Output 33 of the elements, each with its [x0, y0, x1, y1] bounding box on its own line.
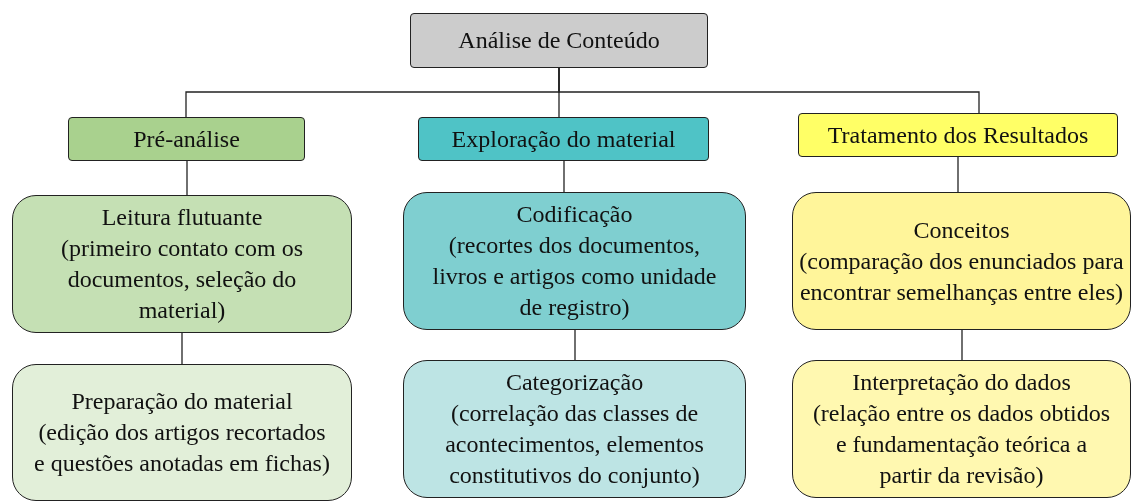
- step-box: [403, 192, 746, 330]
- connector-line: [563, 160, 565, 193]
- phase-box: [798, 113, 1118, 157]
- connector-line: [957, 156, 959, 193]
- box-heading: Leitura flutuante: [101, 203, 263, 232]
- connector-line: [961, 329, 963, 361]
- box-heading: Pré-análise: [133, 124, 240, 154]
- box-description: (relação entre os dados obtidos e fundamentação teórica a partir da revisão): [811, 399, 1112, 490]
- connector-line: [186, 160, 188, 196]
- connector-line: [574, 329, 576, 361]
- box-heading: Tratamento dos Resultados: [827, 120, 1089, 150]
- box-heading: Conceitos: [913, 215, 1010, 245]
- box-heading: Interpretação do dados: [852, 368, 1071, 397]
- box-heading: Preparação do material: [71, 387, 293, 416]
- box-heading: Categorização: [505, 368, 644, 397]
- step-box: [12, 195, 352, 333]
- connector-line: [181, 332, 183, 365]
- box-heading: Exploração do material: [451, 124, 676, 154]
- connector-line: [558, 67, 980, 114]
- box-description: (comparação dos enunciados para encontrar semelhanças entre eles): [798, 246, 1125, 307]
- phase-box: [68, 117, 305, 161]
- step-box: [792, 360, 1131, 498]
- phase-box: [418, 117, 709, 161]
- box-description: (correlação das classes de acontecimentos, elementos constitutivos do conjunto): [444, 399, 705, 490]
- box-heading: Análise de Conteúdo: [458, 26, 660, 55]
- step-box: [12, 364, 352, 501]
- step-box: [792, 192, 1131, 330]
- box-description: (primeiro contato com os documentos, seleção do material): [60, 234, 304, 325]
- box-description: (edição dos artigos recortados e questões anotadas em fichas): [33, 418, 331, 478]
- box-heading: Codificação: [516, 200, 633, 229]
- title-box: [410, 13, 708, 68]
- step-box: [403, 360, 746, 498]
- box-description: (recortes dos documentos, livros e artigos como unidade de registro): [431, 231, 718, 322]
